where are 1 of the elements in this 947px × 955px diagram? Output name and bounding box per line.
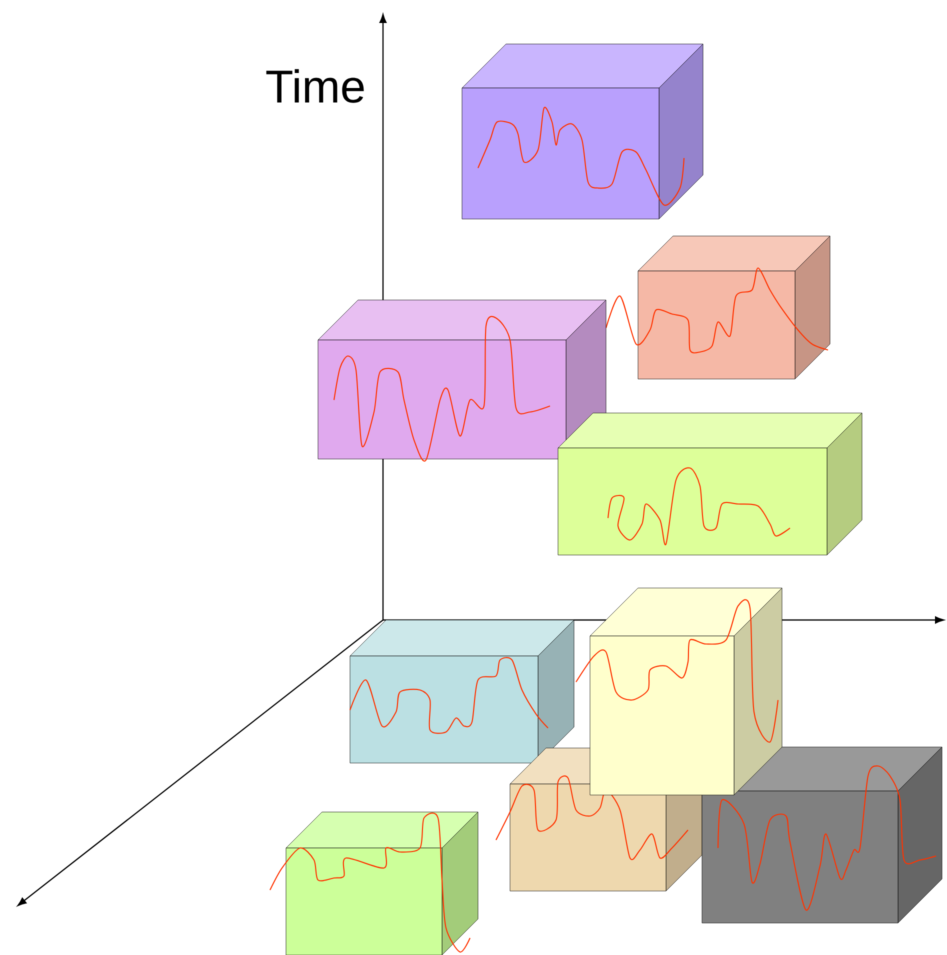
- axis-label: Time: [266, 69, 364, 103]
